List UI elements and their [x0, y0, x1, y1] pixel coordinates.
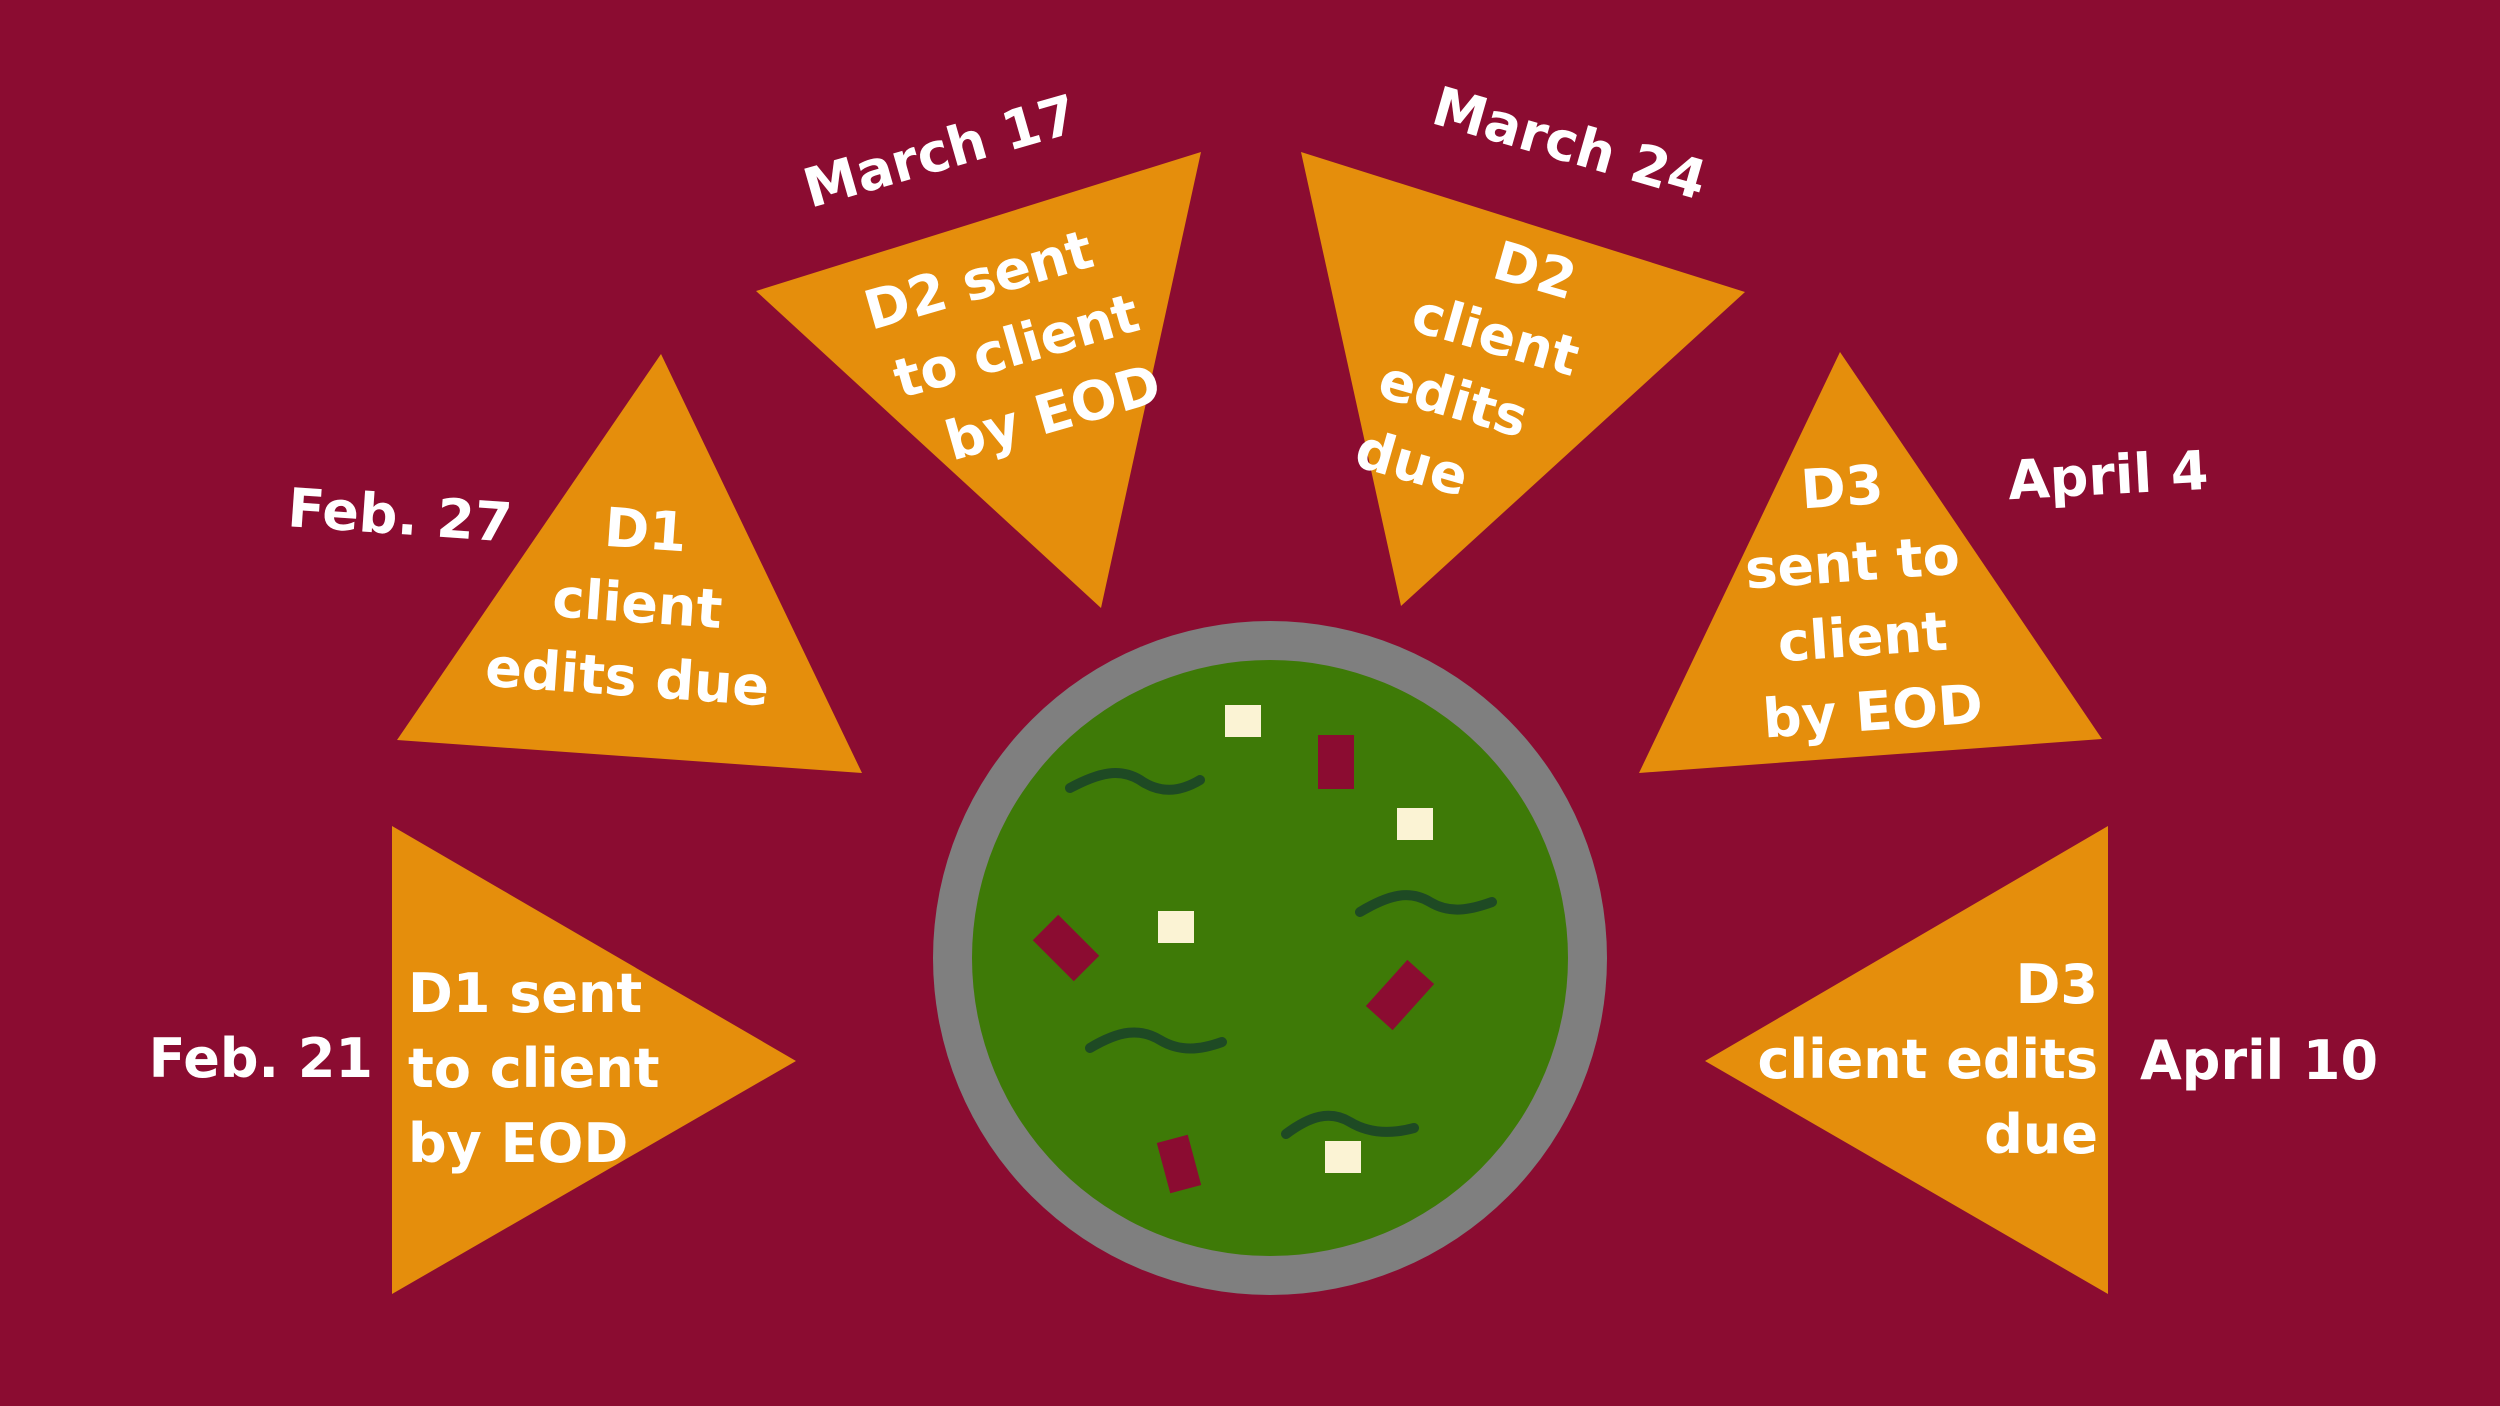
chip-d2-sent [756, 152, 1201, 608]
date-label: April 4 [2006, 439, 2210, 512]
chip-line: D1 [602, 496, 689, 565]
chip-line: sent to [1743, 524, 1962, 602]
date-label: April 10 [2140, 1029, 2378, 1092]
chip-line: D3 [2016, 953, 2098, 1016]
date-label: March 24 [1426, 74, 1714, 212]
chip-line: client [1776, 600, 1950, 675]
chips-layer [392, 152, 2108, 1294]
chip-line: client edits [1758, 1028, 2098, 1091]
milestone-apr10: April 10 D3 client edits due [1758, 953, 2379, 1166]
milestone-apr4: April 4 D3 sent to client by EOD [1743, 439, 2210, 751]
chip-d3-edits [1705, 826, 2108, 1294]
chip-line: D1 sent [408, 962, 642, 1025]
milestone-feb27: Feb. 27 D1 client edits due [286, 476, 772, 718]
chip-d1-sent [392, 826, 796, 1294]
date-label: Feb. 21 [149, 1027, 373, 1090]
milestone-mar24: March 24 D2 client edits due [1349, 74, 1714, 509]
tomato-pieces [1032, 735, 1435, 1194]
chip-line: by EOD [1761, 672, 1985, 750]
chip-line: by EOD [408, 1112, 628, 1175]
chip-line: due [1984, 1103, 2098, 1166]
guacamole-bowl-icon [933, 621, 1607, 1295]
chip-line: D3 [1799, 453, 1886, 522]
chip-line: client [550, 566, 724, 641]
chip-line: to client [408, 1037, 660, 1100]
date-label: March 17 [797, 82, 1085, 220]
onion-pieces [1158, 705, 1433, 1173]
chip-d1-edits [397, 354, 862, 773]
chip-d2-edits [1301, 152, 1745, 606]
chip-d3-sent [1639, 352, 2102, 773]
date-label: Feb. 27 [286, 476, 514, 555]
milestone-feb21: Feb. 21 D1 sent to client by EOD [149, 962, 660, 1175]
herb-waves [1065, 768, 1497, 1139]
